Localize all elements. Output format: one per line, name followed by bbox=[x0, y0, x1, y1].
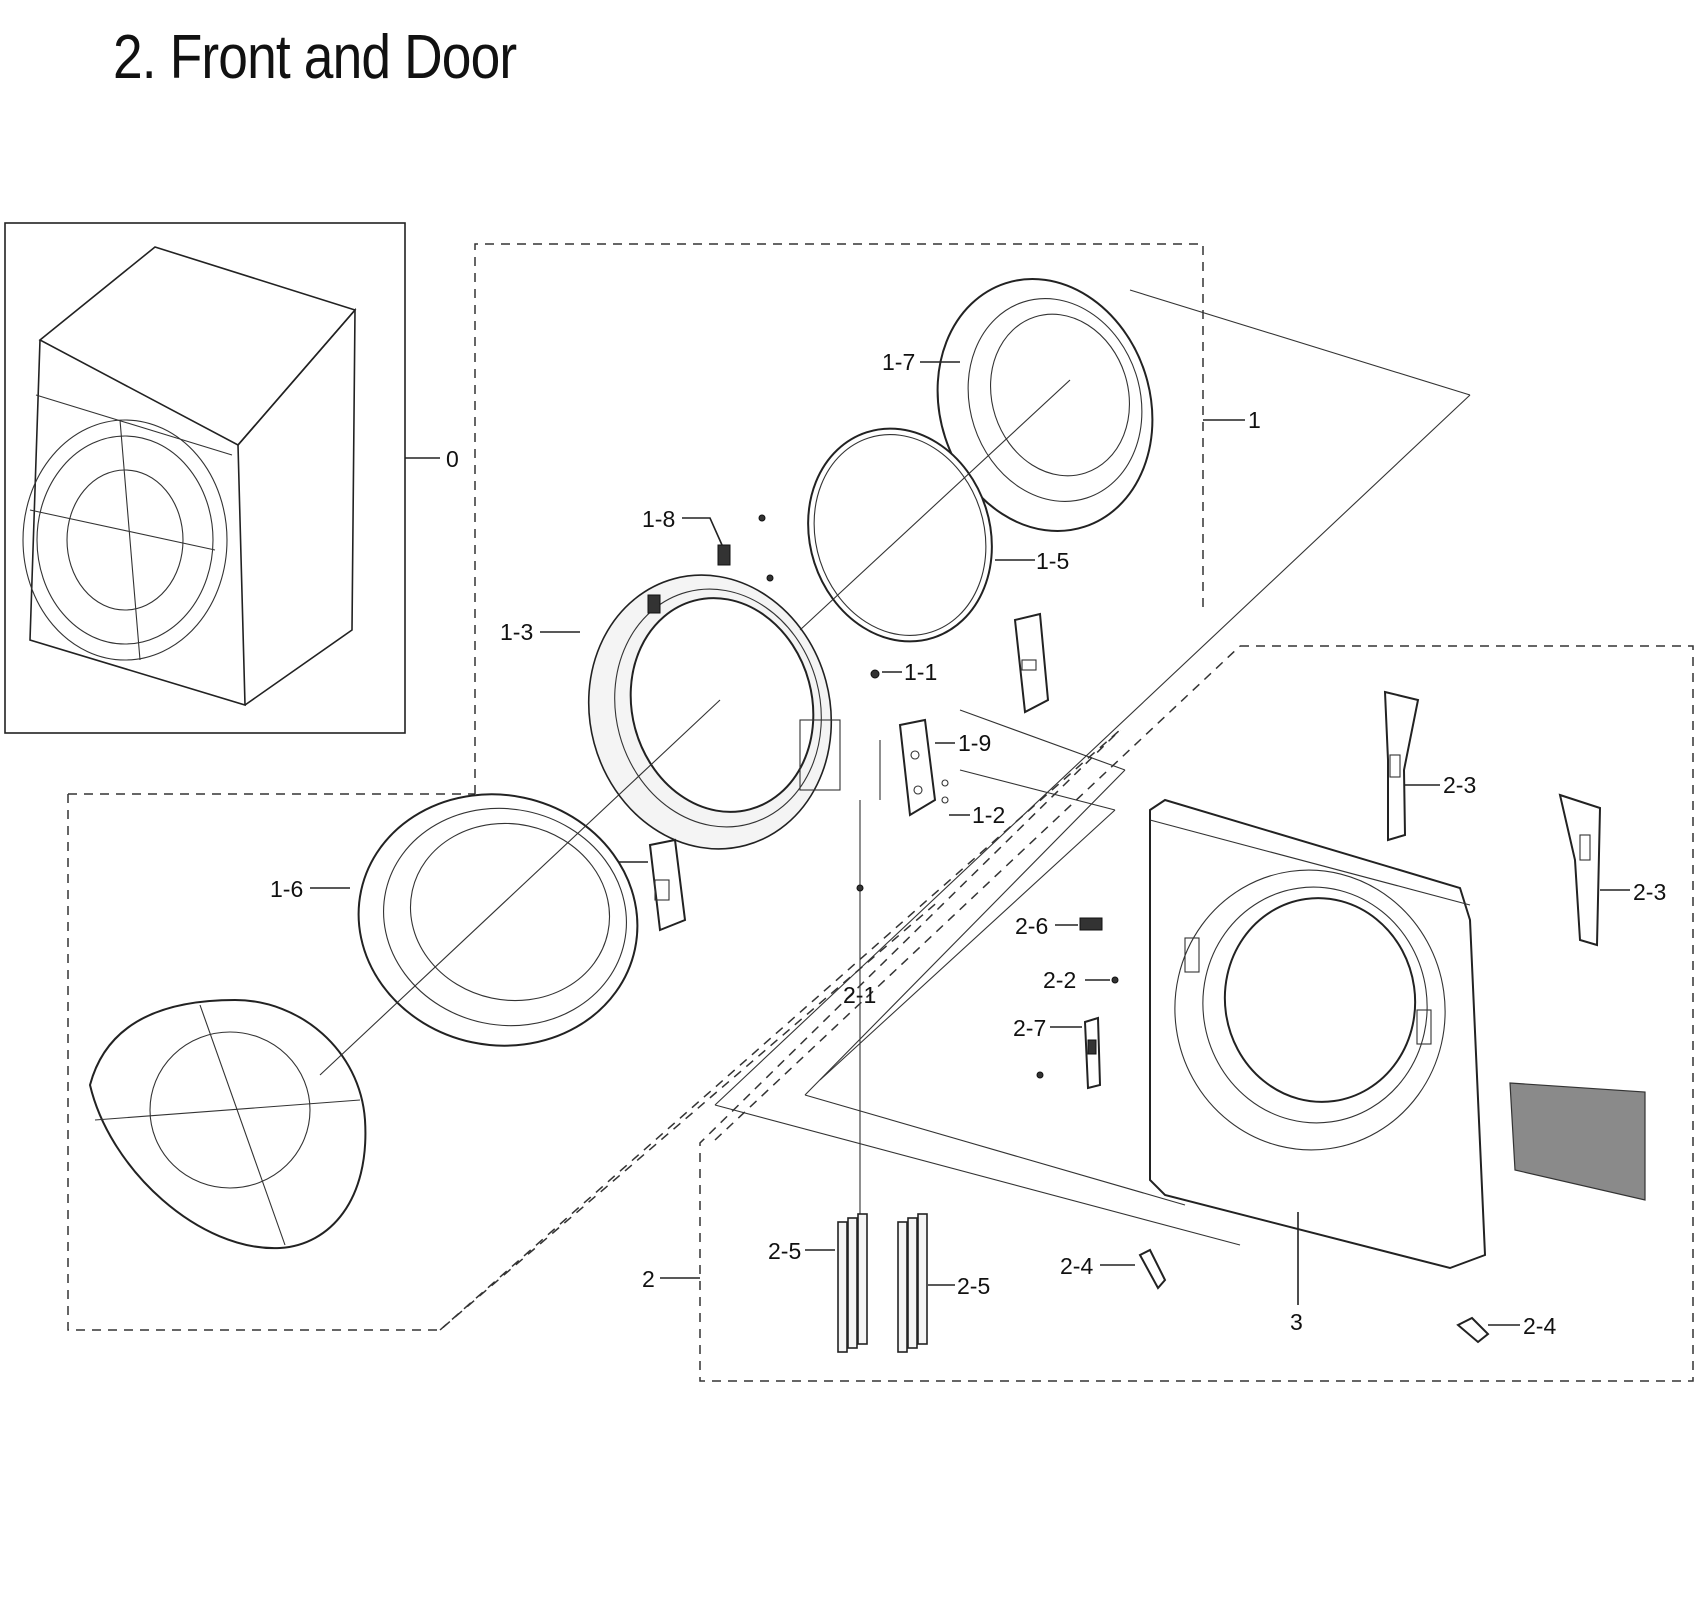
clip-right bbox=[1456, 1316, 1490, 1344]
screw-1-1 bbox=[870, 669, 880, 679]
door-glass-bowl bbox=[88, 998, 367, 1250]
callout-1-7: 1-7 bbox=[882, 349, 915, 375]
callout-1-3: 1-3 bbox=[500, 619, 533, 645]
explode-guide-lines bbox=[319, 289, 1471, 1290]
callout-2-4-a: 2-4 bbox=[1060, 1253, 1093, 1279]
clip-center bbox=[1138, 1248, 1167, 1290]
diagram-title: 2. Front and Door bbox=[113, 23, 517, 92]
hinge-clip bbox=[717, 514, 774, 582]
callout-1-5: 1-5 bbox=[1036, 548, 1069, 574]
latch-receiver bbox=[1036, 1016, 1102, 1090]
appliance-inset bbox=[4, 222, 406, 734]
door-hinge bbox=[648, 838, 687, 932]
callout-2-1: 2-1 bbox=[843, 982, 876, 1008]
front-panel-boundary bbox=[699, 645, 1694, 1382]
callout-0: 0 bbox=[446, 446, 459, 472]
foam-strips-right bbox=[897, 1213, 928, 1353]
callout-2-6: 2-6 bbox=[1015, 913, 1048, 939]
foam-strips-left bbox=[837, 1213, 868, 1353]
door-assembly-boundary bbox=[474, 243, 1204, 794]
callout-2-4-b: 2-4 bbox=[1523, 1313, 1556, 1339]
callout-2-3-b: 2-3 bbox=[1633, 879, 1666, 905]
callout-1: 1 bbox=[1248, 407, 1261, 433]
inner-glass bbox=[936, 278, 1154, 532]
callout-2: 2 bbox=[642, 1266, 655, 1292]
side-bracket-lower bbox=[1558, 793, 1602, 947]
callout-2-2: 2-2 bbox=[1043, 967, 1076, 993]
callout-2-3-a: 2-3 bbox=[1443, 772, 1476, 798]
callout-2-7: 2-7 bbox=[1013, 1015, 1046, 1041]
hinge-bracket bbox=[1013, 612, 1050, 714]
callout-1-8: 1-8 bbox=[642, 506, 675, 532]
outer-door-ring bbox=[357, 793, 639, 1047]
side-bracket-upper bbox=[1383, 690, 1420, 842]
callout-2-5-b: 2-5 bbox=[957, 1273, 990, 1299]
callout-3: 3 bbox=[1290, 1309, 1303, 1335]
mesh-pad bbox=[1509, 1082, 1646, 1201]
outer-door-boundary bbox=[67, 793, 941, 1331]
door-frame bbox=[587, 574, 841, 850]
callout-1-2: 1-2 bbox=[972, 802, 1005, 828]
door-gasket bbox=[807, 427, 993, 643]
callout-1-6: 1-6 bbox=[270, 876, 303, 902]
callout-2-5-a: 2-5 bbox=[768, 1238, 801, 1264]
door-switch bbox=[1079, 917, 1103, 931]
front-panel bbox=[1149, 798, 1487, 1270]
callout-1-1: 1-1 bbox=[904, 659, 937, 685]
callout-1-9: 1-9 bbox=[958, 730, 991, 756]
latch-plate bbox=[898, 718, 937, 817]
